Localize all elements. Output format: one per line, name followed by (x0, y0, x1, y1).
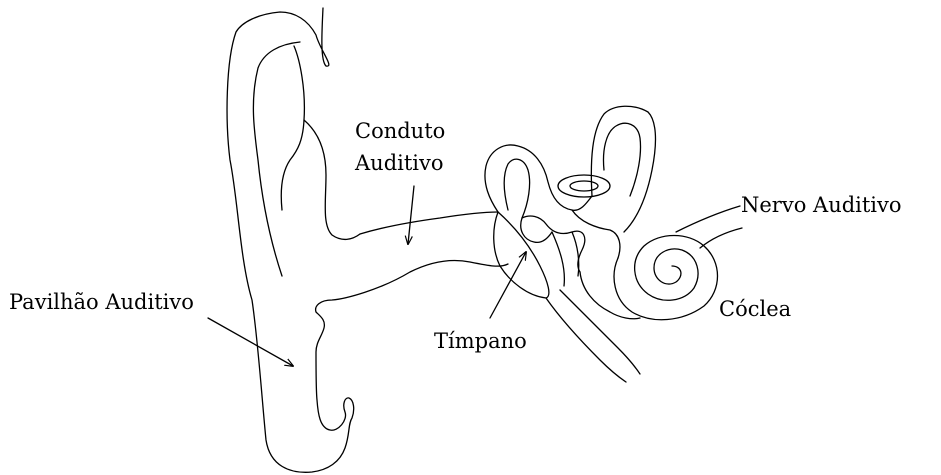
semicircular-canal-outer (591, 106, 655, 232)
ossicles-stapes (522, 216, 585, 272)
cochlea-spiral (614, 236, 717, 320)
label-coclea: Cóclea (719, 297, 791, 321)
pinna-drawing (227, 8, 508, 472)
pinna-outer-rim (227, 8, 508, 472)
pinna-antihelix (304, 120, 360, 239)
eustachian-tube-upper (546, 298, 626, 382)
label-pavilhao-auditivo: Pavilhão Auditivo (9, 290, 194, 314)
label-conduto-line2: Auditivo (354, 151, 444, 175)
ossicles-outline (485, 145, 592, 212)
eustachian-tube-lower (560, 290, 640, 374)
auditory-nerve-upper (676, 206, 740, 232)
arrow-timpano (490, 252, 526, 318)
arrow-pavilhao (208, 318, 293, 366)
auditory-nerve-lower (700, 228, 742, 248)
label-timpano: Tímpano (434, 329, 527, 353)
label-nervo-auditivo: Nervo Auditivo (741, 193, 902, 217)
vestibule (572, 210, 620, 258)
label-conduto-line1: Conduto (355, 119, 445, 143)
inner-ear-drawing (558, 106, 742, 319)
semicircular-canal-inner (604, 123, 641, 196)
semicircular-canal-ring-inner (570, 181, 598, 191)
arrow-conduto (408, 186, 414, 244)
middle-ear-floor (552, 232, 579, 286)
pinna-helix-fold (253, 42, 300, 276)
labels: Conduto Auditivo Nervo Auditivo Pavilhão… (9, 119, 902, 353)
canal-upper-wall (360, 212, 498, 234)
pinna-helix-crease (281, 46, 304, 210)
semicircular-canal-ring (558, 175, 610, 197)
